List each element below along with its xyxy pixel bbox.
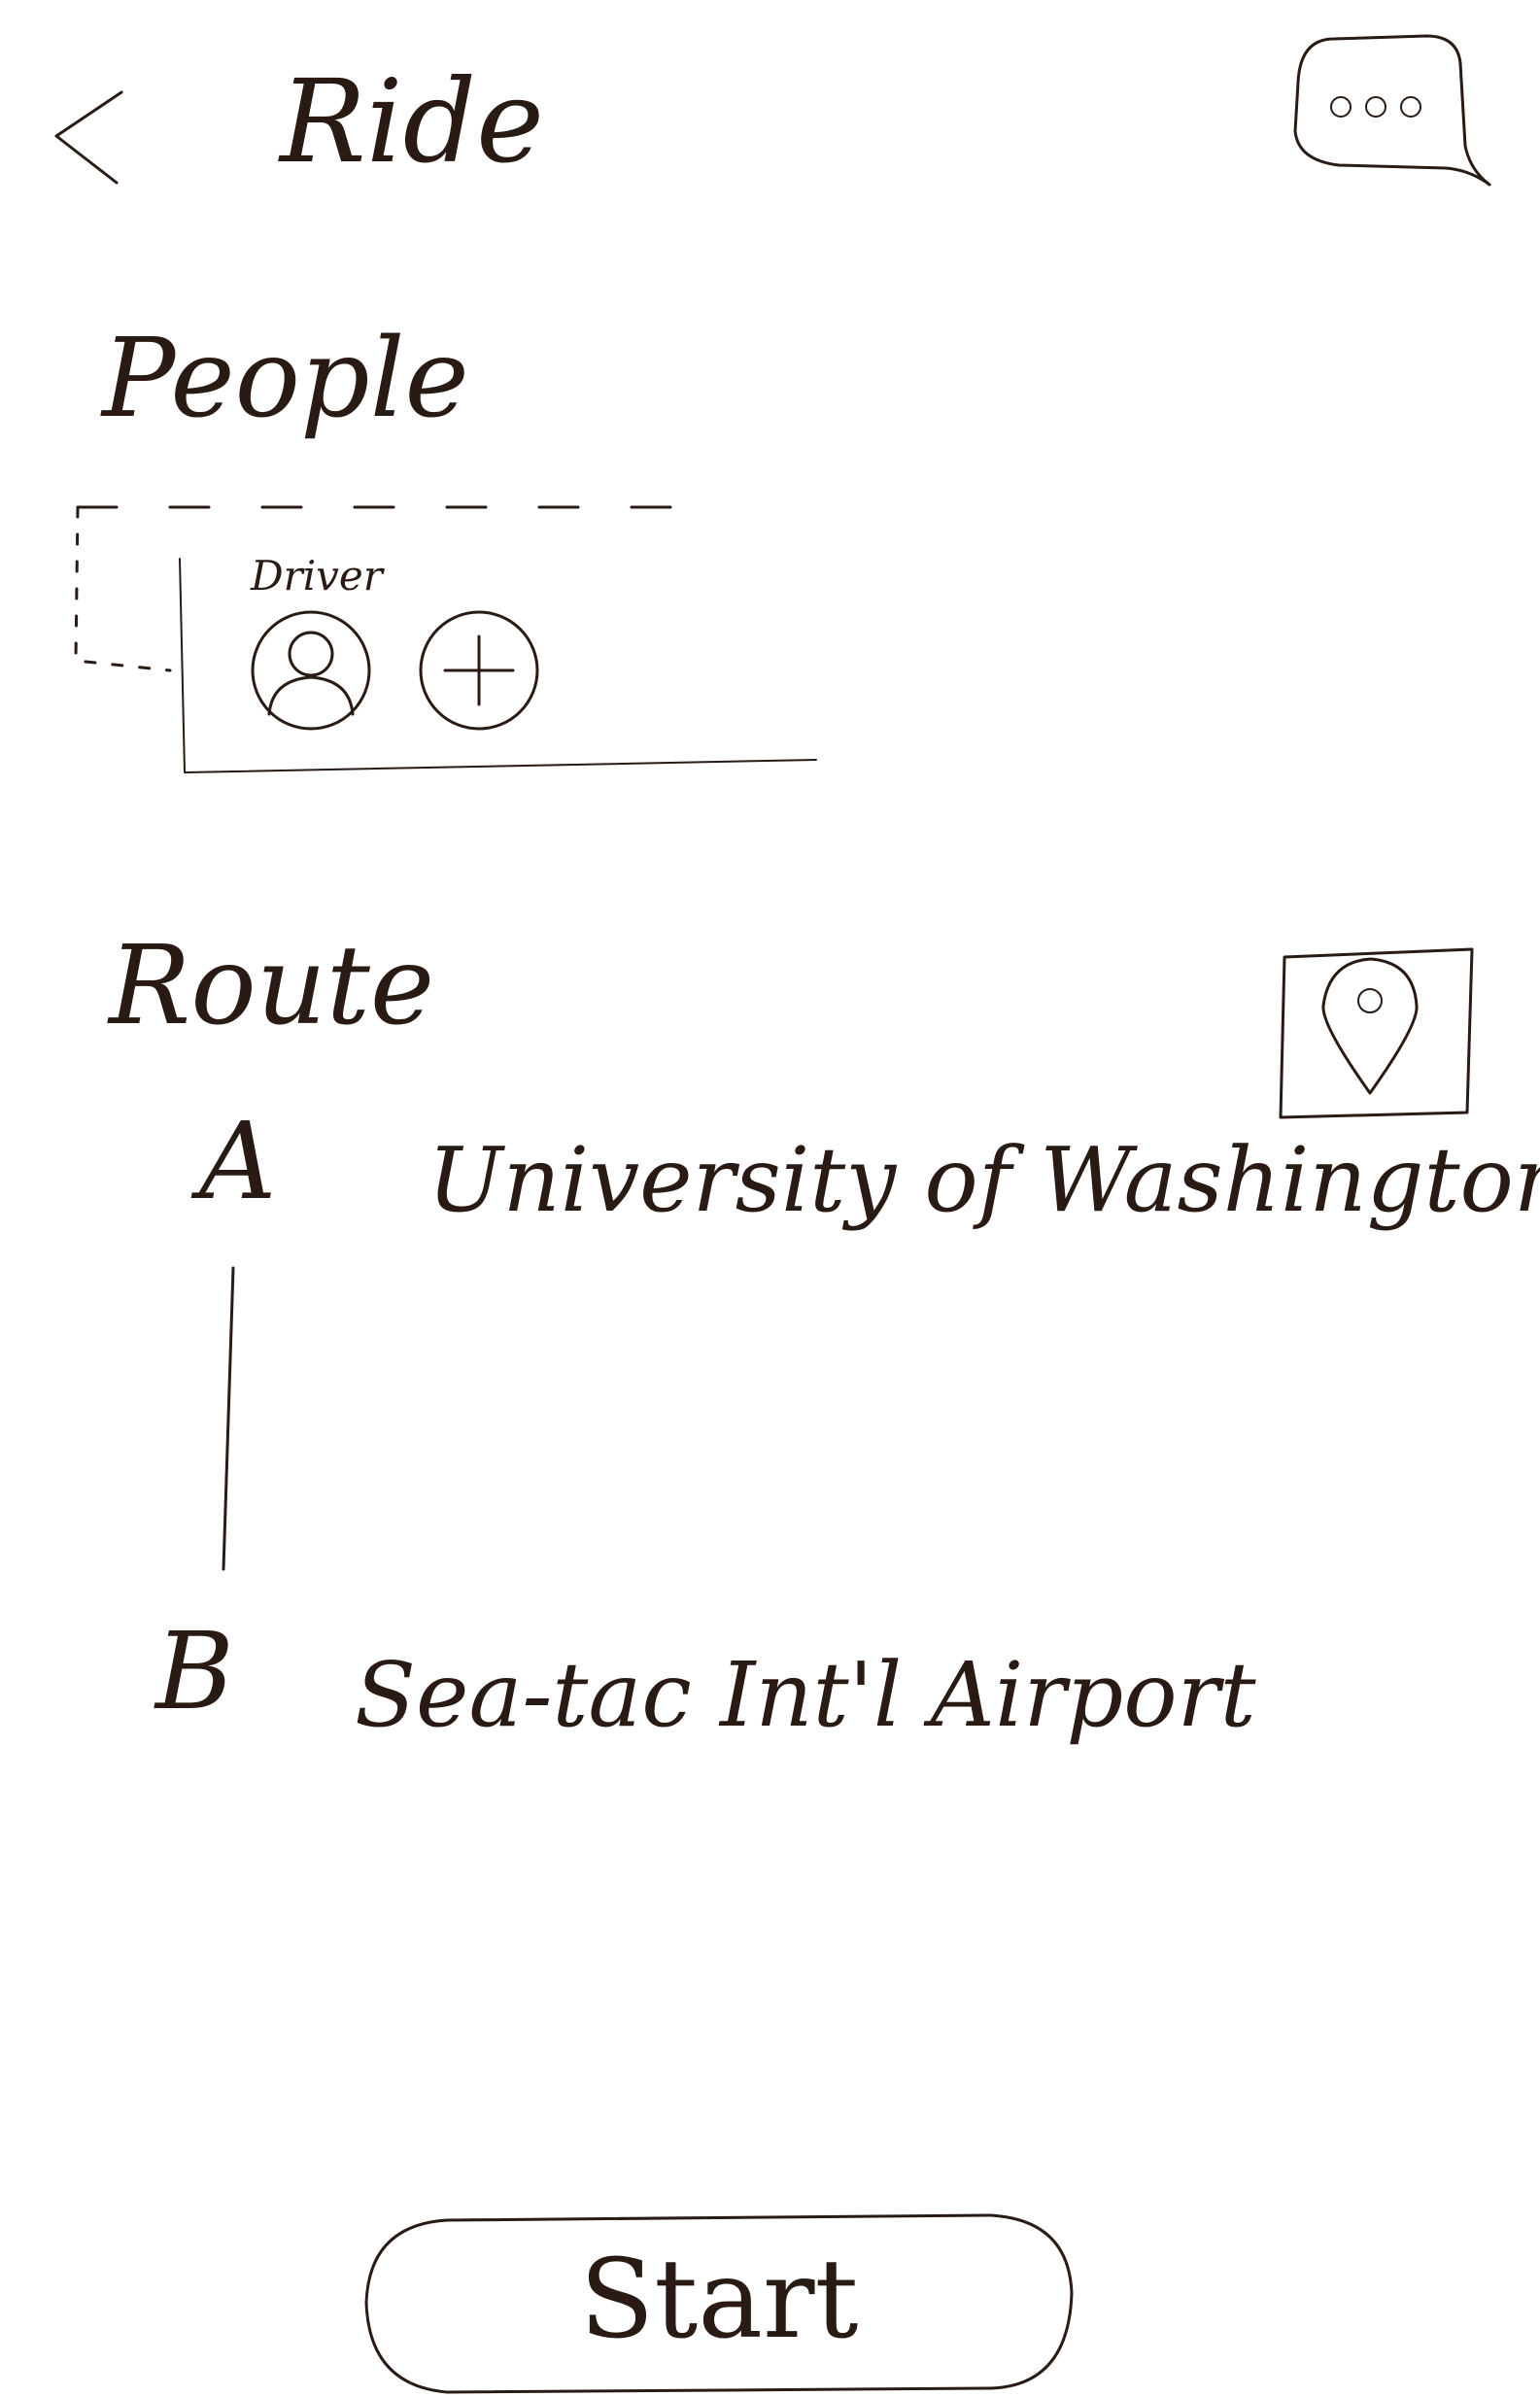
people-container — [58, 486, 817, 787]
route-heading: Route — [109, 923, 435, 1049]
plus-circle-icon — [419, 610, 539, 731]
map-pin-icon — [1279, 947, 1474, 1119]
stop-marker-b: B — [155, 1609, 234, 1733]
chat-button[interactable] — [1281, 24, 1494, 194]
route-connector-line — [204, 1263, 243, 1574]
start-button[interactable]: Start — [355, 2206, 1083, 2395]
map-button[interactable] — [1273, 938, 1477, 1122]
driver-avatar[interactable] — [248, 607, 374, 734]
person-icon — [251, 610, 371, 731]
chat-bubble-ellipsis-icon — [1293, 34, 1491, 187]
start-label: Start — [579, 2237, 859, 2363]
stop-name-b[interactable]: Sea-tac Int'l Airport — [355, 1643, 1256, 1747]
page-title: Ride — [280, 54, 544, 188]
stop-name-a[interactable]: University of Washington — [428, 1128, 1540, 1232]
back-button[interactable] — [39, 68, 136, 194]
people-heading: People — [102, 316, 469, 442]
stop-marker-a: A — [199, 1099, 277, 1223]
add-person-button[interactable] — [416, 607, 542, 734]
chevron-left-icon — [54, 90, 123, 185]
driver-label: Driver — [251, 552, 383, 599]
